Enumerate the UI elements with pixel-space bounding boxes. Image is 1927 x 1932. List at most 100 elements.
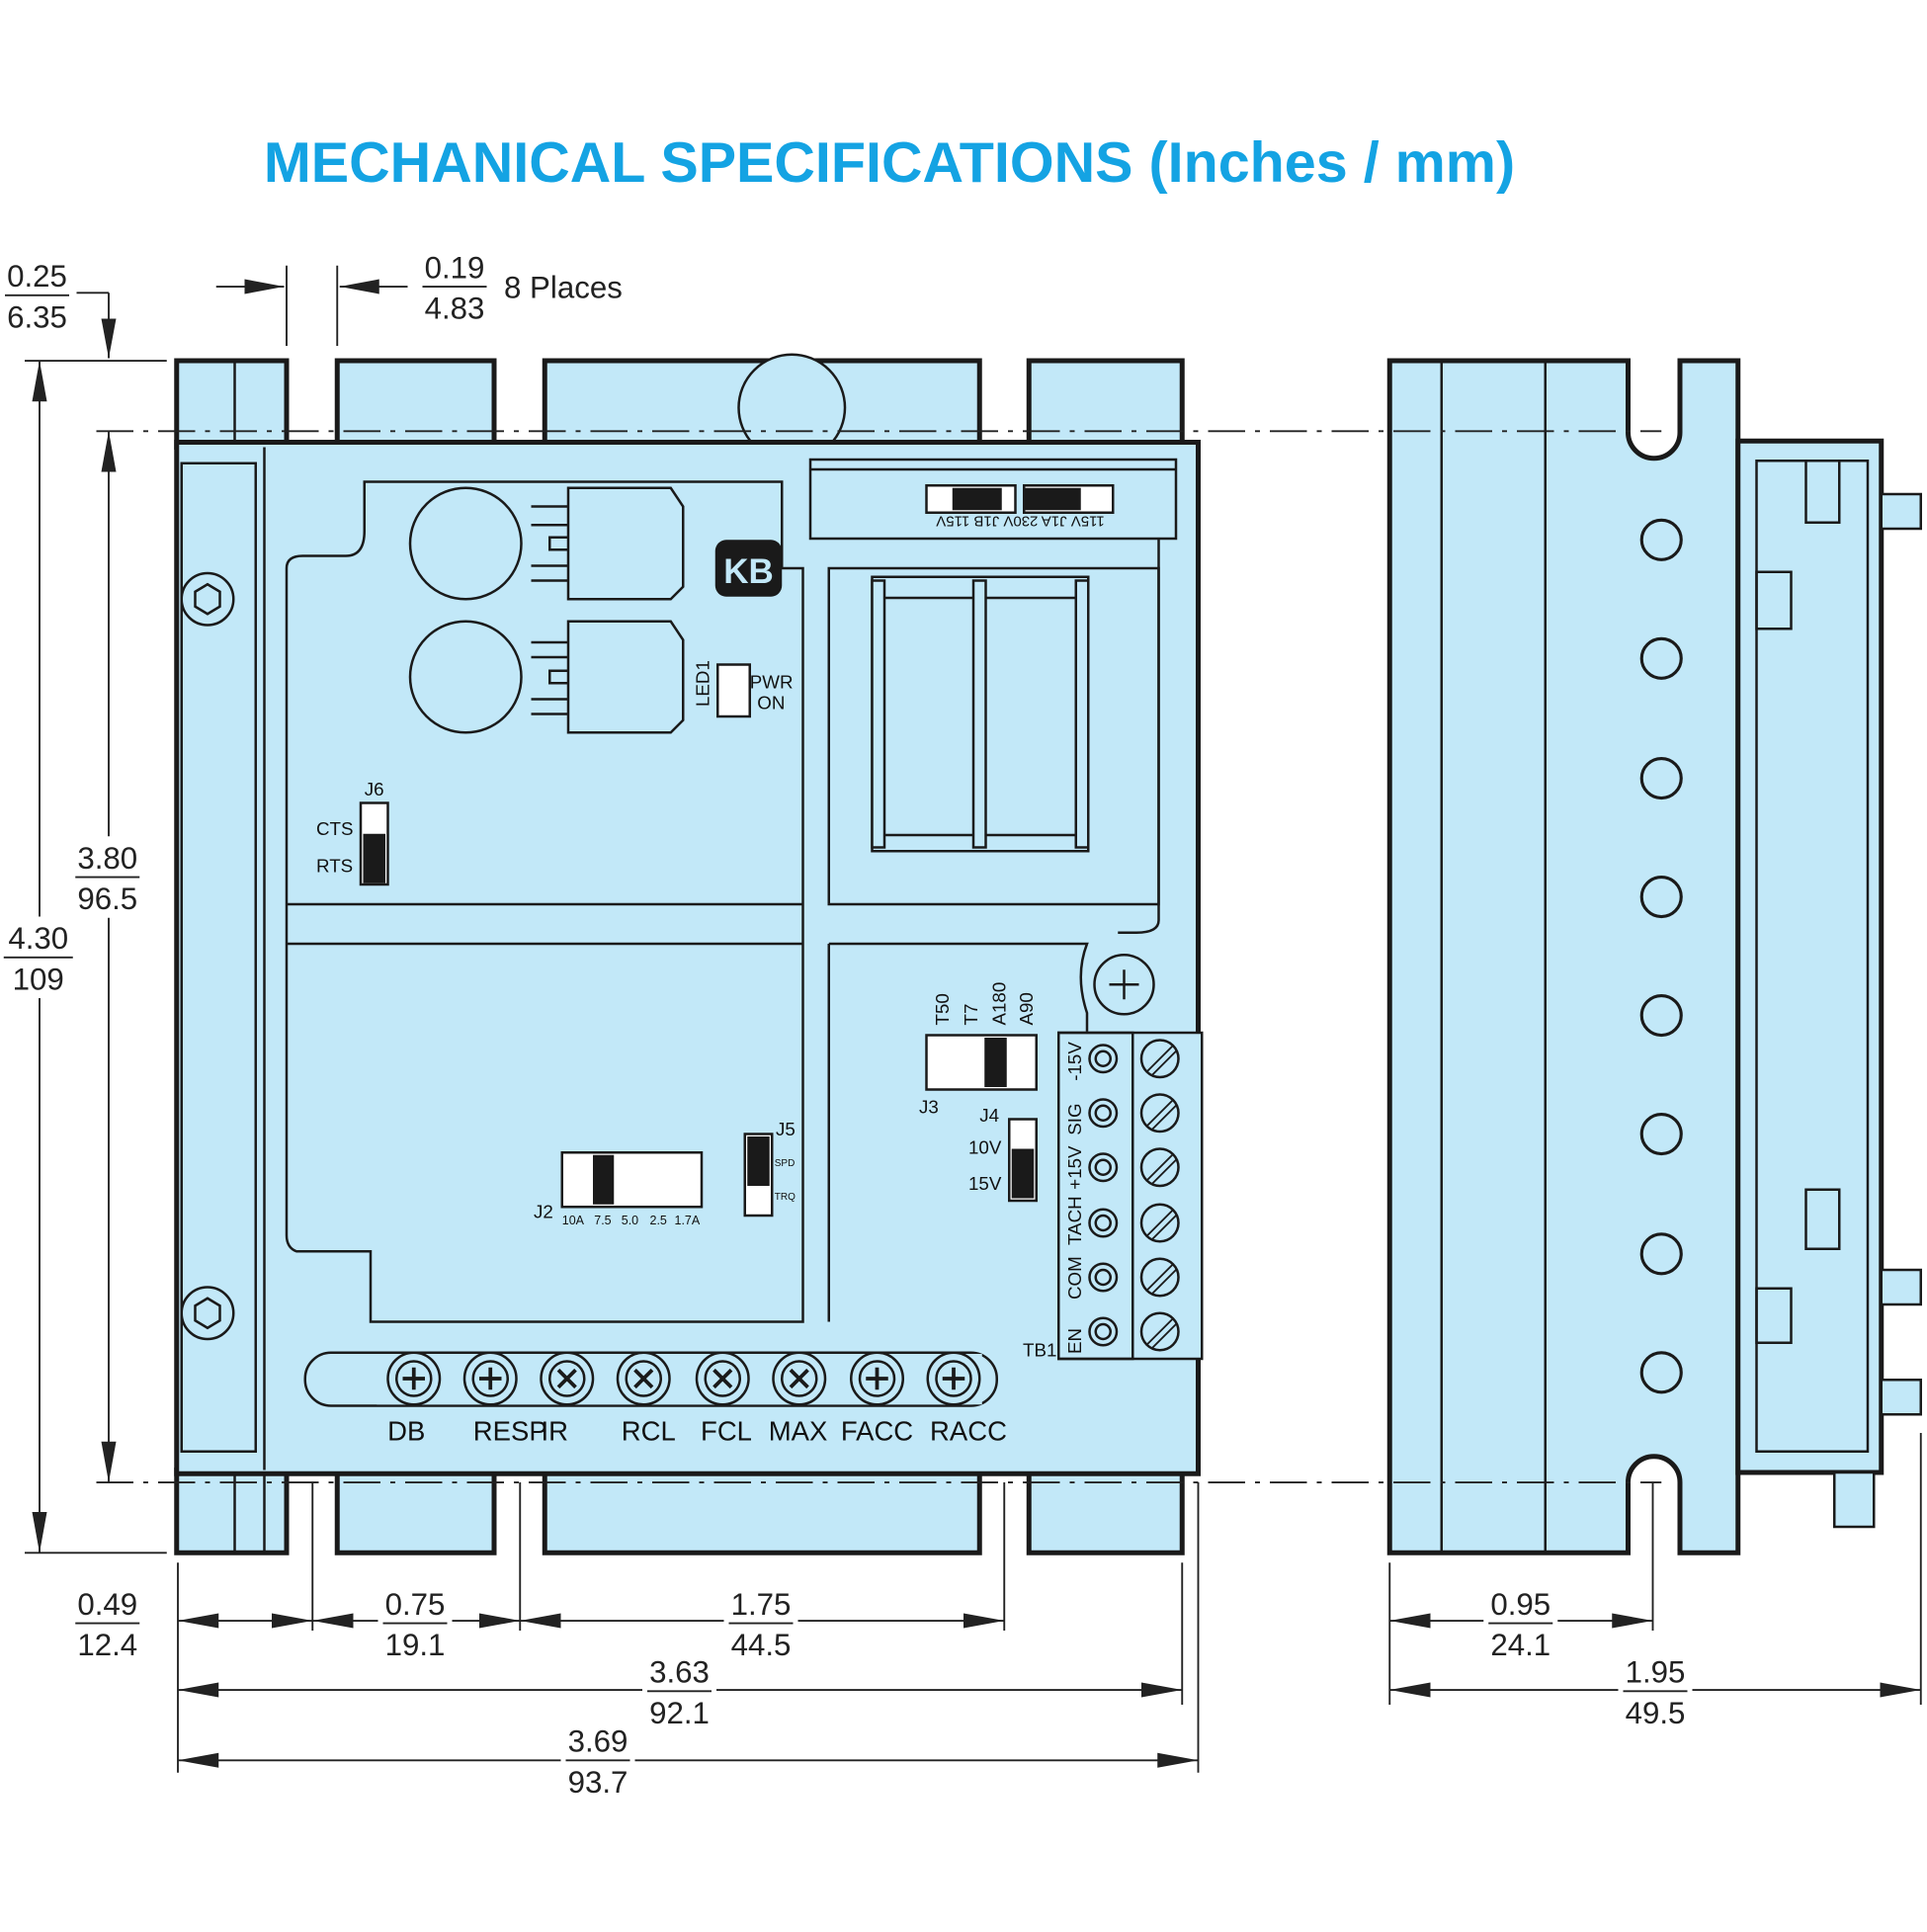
dimension-labels: 0.256.350.194.833.8096.54.301090.4912.40… — [0, 245, 1693, 1802]
terminal-screw-icon[interactable] — [1139, 1039, 1180, 1079]
dim-edge_to_slot-mm: 12.4 — [77, 1628, 137, 1662]
svg-text:J3: J3 — [919, 1096, 939, 1117]
mounting-hole — [1639, 1112, 1683, 1156]
hex-screw-icon — [180, 1286, 235, 1341]
svg-text:A180: A180 — [989, 982, 1010, 1026]
terminal-label: +15V — [1064, 1145, 1085, 1190]
trimpot-label: FACC — [841, 1416, 913, 1447]
dim-mount_width-mm: 92.1 — [649, 1696, 710, 1730]
svg-text:10V: 10V — [968, 1137, 1002, 1158]
svg-text:T7: T7 — [961, 1004, 981, 1026]
terminal-screw-icon[interactable] — [1139, 1203, 1180, 1243]
terminal-label: TACH — [1064, 1196, 1085, 1245]
mounting-hole — [1639, 993, 1683, 1038]
jumper-j6[interactable]: J6 CTS RTS — [316, 779, 389, 886]
svg-text:5.0: 5.0 — [622, 1214, 638, 1227]
svg-text:J5: J5 — [776, 1119, 796, 1139]
dim-depth-mm: 49.5 — [1626, 1696, 1686, 1730]
dim-side_slot-inches: 0.95 — [1490, 1587, 1550, 1622]
kb-logo: KB — [714, 540, 783, 597]
side-view — [1386, 358, 1922, 1555]
front-view: KB LED1 PWR ON 115V J1A 230V J1B 115V J6… — [174, 353, 1204, 1555]
svg-text:TB1: TB1 — [1023, 1340, 1056, 1361]
jumper-j2[interactable]: J2 10A 7.5 5.0 2.5 1.7A — [534, 1151, 704, 1227]
svg-text:SPD: SPD — [775, 1158, 796, 1169]
dimension-arrows — [32, 279, 1921, 1768]
terminal-block-tb1: TB1 -15V SIG +15V TACH COM EN — [1023, 1031, 1204, 1361]
trimpot-label: IR — [542, 1416, 569, 1447]
dim-mount_height-mm: 96.5 — [77, 882, 137, 916]
jumper-j5[interactable]: J5 SPD TRQ — [743, 1119, 796, 1218]
jumper-j1[interactable]: 115V J1A 230V J1B 115V — [925, 484, 1115, 530]
dim-slot_width-inches: 0.19 — [425, 250, 485, 285]
trimpot-label: MAX — [769, 1416, 828, 1447]
svg-text:T50: T50 — [932, 993, 953, 1025]
terminal-screw-icon[interactable] — [1139, 1311, 1180, 1352]
svg-text:RTS: RTS — [316, 856, 353, 877]
led-ref: LED1 — [693, 660, 713, 707]
trimpot-facc[interactable] — [850, 1351, 904, 1406]
terminal-label: -15V — [1064, 1042, 1085, 1081]
trimpot-racc[interactable] — [926, 1351, 981, 1406]
transformer — [871, 575, 1090, 853]
dim-overall_height-mm: 109 — [13, 962, 64, 996]
trimpot-label: RACC — [930, 1416, 1007, 1447]
dim-mount_width-inches: 3.63 — [649, 1655, 710, 1690]
mounting-hole — [1639, 518, 1683, 561]
dim-depth-inches: 1.95 — [1626, 1655, 1686, 1690]
terminal-screw-icon[interactable] — [1139, 1147, 1180, 1188]
mounting-hole — [1639, 756, 1683, 800]
trimpot-label: FCL — [701, 1416, 752, 1447]
dim-mount_height-inches: 3.80 — [77, 841, 137, 876]
dim-slot_width-mm: 4.83 — [425, 292, 485, 326]
svg-text:1.7A: 1.7A — [675, 1214, 701, 1227]
dim-overall_width-mm: 93.7 — [568, 1765, 628, 1800]
hex-screw-icon — [180, 571, 235, 627]
led-label-on: ON — [757, 693, 785, 714]
svg-text:2.5: 2.5 — [650, 1214, 667, 1227]
trimpot-label: RCL — [622, 1416, 676, 1447]
terminal-screw-icon[interactable] — [1139, 1093, 1180, 1134]
svg-text:J6: J6 — [365, 779, 384, 799]
mounting-hole — [1639, 636, 1683, 680]
dim-overall_width-inches: 3.69 — [568, 1724, 628, 1759]
mounting-hole — [1639, 875, 1683, 919]
jumper-j3[interactable]: J3 T50 T7 A180 A90 — [919, 982, 1038, 1118]
svg-text:J2: J2 — [534, 1202, 553, 1222]
dim-slot-note: 8 Places — [504, 270, 623, 304]
svg-text:10A: 10A — [562, 1214, 585, 1227]
dimension-lines — [25, 265, 1922, 1773]
trimpot-max[interactable] — [772, 1351, 827, 1406]
dim-slot_spacing_b-mm: 44.5 — [731, 1628, 792, 1662]
svg-text:15V: 15V — [968, 1173, 1002, 1194]
mounting-hole — [1639, 1232, 1683, 1276]
svg-text:KB: KB — [723, 552, 774, 591]
trimpot-db[interactable] — [386, 1351, 442, 1406]
trimpot-label: DB — [387, 1416, 425, 1447]
trimpot-resp[interactable] — [462, 1351, 518, 1406]
terminal-label: EN — [1064, 1328, 1085, 1354]
dim-slot_spacing_b-inches: 1.75 — [731, 1587, 792, 1622]
terminal-label: SIG — [1064, 1103, 1085, 1134]
phillips-screw-icon — [1093, 954, 1155, 1016]
terminal-label: COM — [1064, 1256, 1085, 1300]
jumper-j4[interactable]: J4 10V 15V — [968, 1105, 1038, 1203]
dim-slot_spacing_a-inches: 0.75 — [385, 1587, 446, 1622]
dim-edge_to_slot-inches: 0.49 — [77, 1587, 137, 1622]
page-title: MECHANICAL SPECIFICATIONS (Inches / mm) — [264, 131, 1515, 195]
led1 — [716, 663, 751, 718]
svg-text:TRQ: TRQ — [775, 1192, 796, 1203]
svg-text:7.5: 7.5 — [594, 1214, 611, 1227]
trimpot-fcl[interactable] — [695, 1351, 750, 1406]
dim-slot_spacing_a-mm: 19.1 — [385, 1628, 446, 1662]
svg-text:CTS: CTS — [316, 818, 354, 839]
terminal-screw-icon[interactable] — [1139, 1257, 1180, 1298]
led-label-pwr: PWR — [750, 671, 794, 692]
dim-overall_height-inches: 4.30 — [8, 921, 68, 956]
trimpot-rcl[interactable] — [616, 1351, 671, 1406]
trimpot-ir[interactable] — [540, 1351, 595, 1406]
svg-text:A90: A90 — [1016, 992, 1037, 1025]
